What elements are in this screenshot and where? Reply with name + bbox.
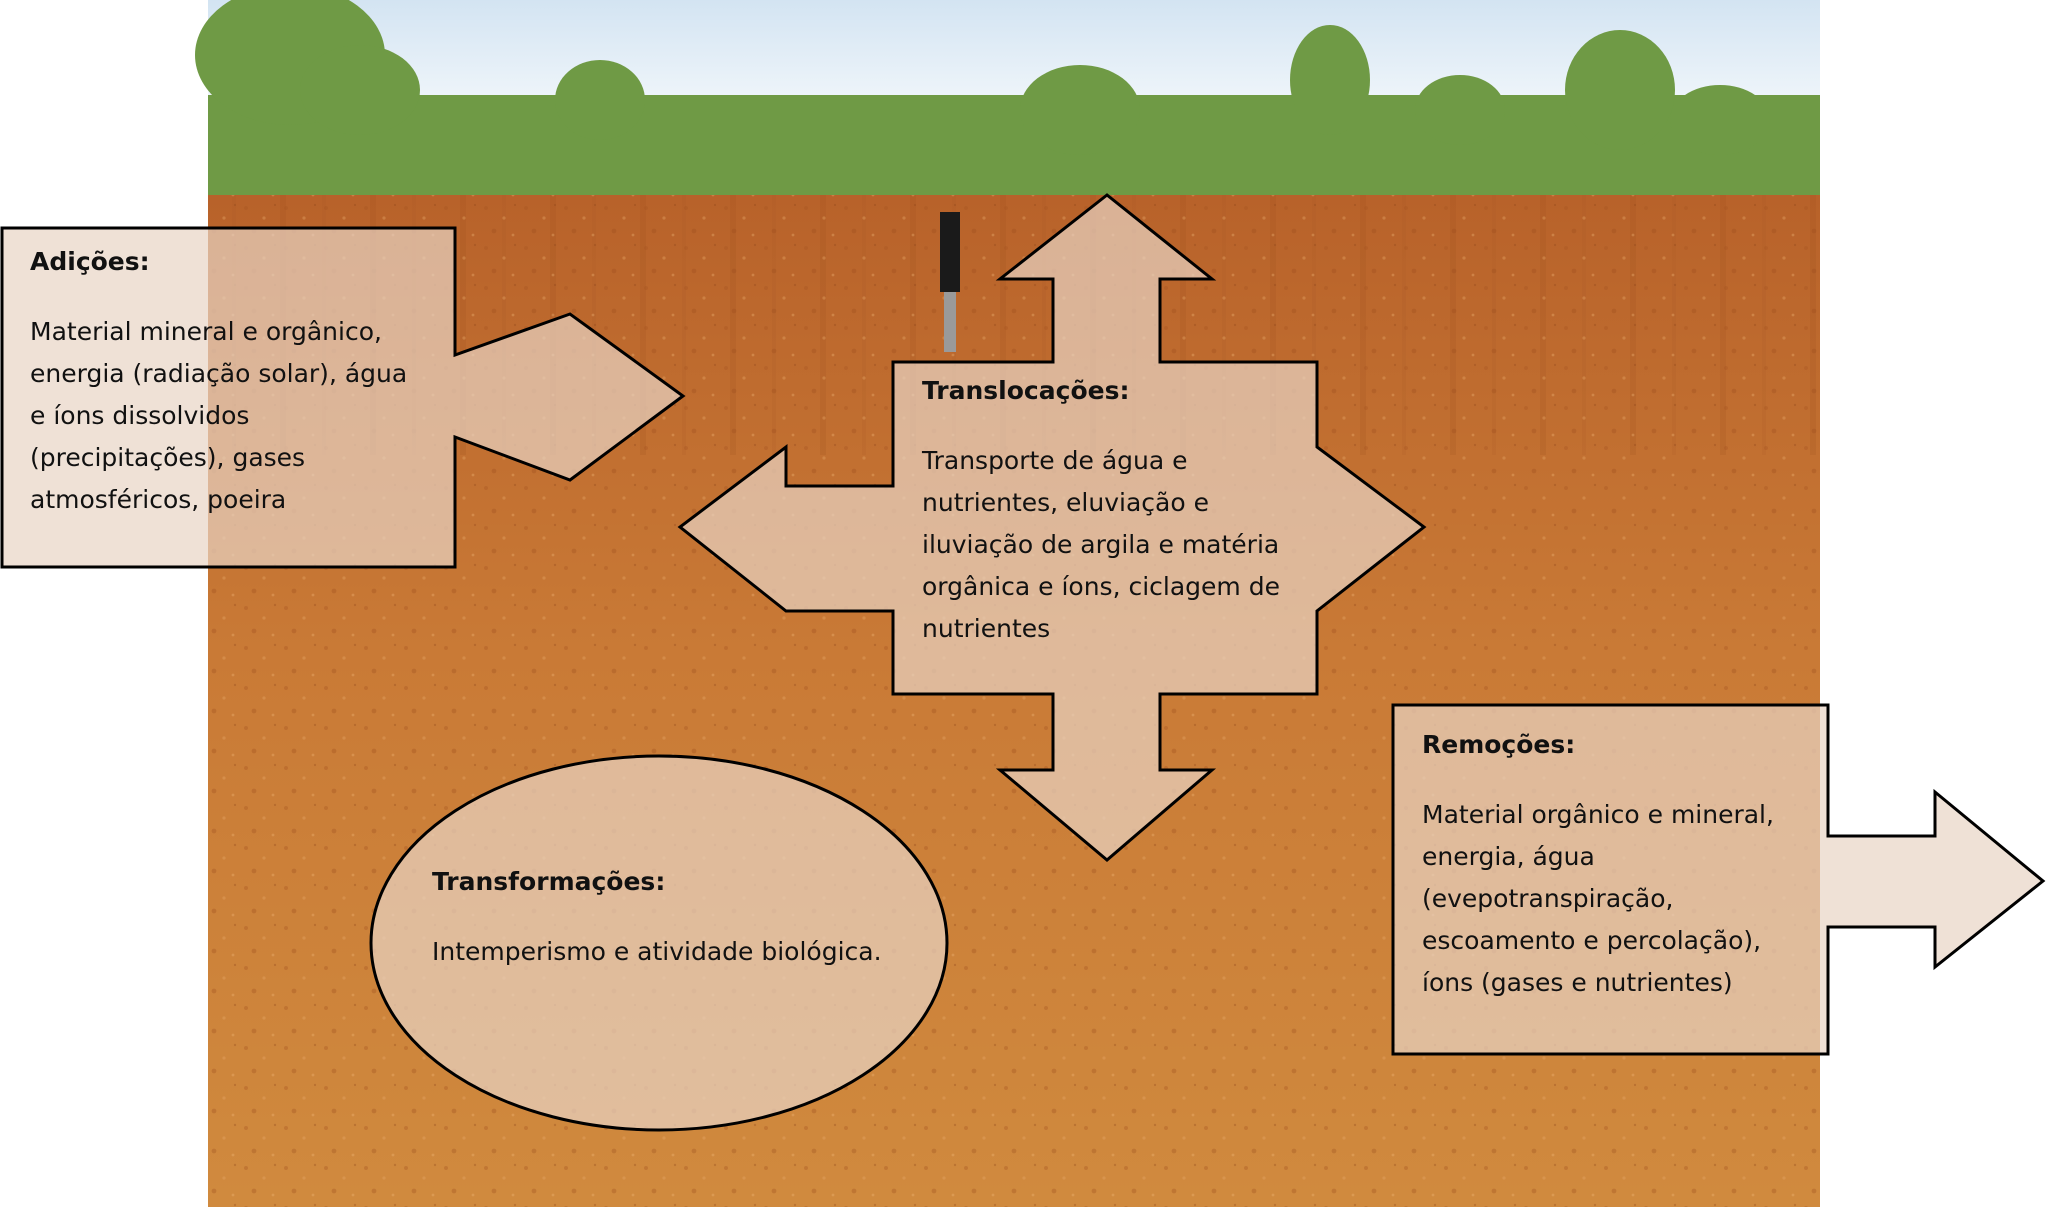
additions-description: Material mineral e orgânico, energia (ra… (30, 317, 408, 514)
knife (940, 212, 960, 352)
transformations-title: Transformações: (432, 867, 666, 896)
translocations-cross-arrow (677, 193, 1427, 862)
removals-label: Remoções: Material orgânico e mineral, e… (1422, 724, 1802, 1004)
transformations-description: Intemperismo e atividade biológica. (432, 937, 882, 966)
transformations-label: Transformações: Intemperismo e atividade… (432, 861, 972, 973)
translocations-description: Transporte de água e nutrientes, eluviaç… (922, 446, 1280, 643)
removals-arrow (1391, 703, 2046, 1056)
removals-title: Remoções: (1422, 730, 1576, 759)
vegetation-shrubs (195, 0, 1770, 155)
translocations-title: Translocações: (922, 376, 1130, 405)
additions-arrow (0, 226, 686, 569)
additions-title: Adições: (30, 247, 150, 276)
removals-description: Material orgânico e mineral, energia, ág… (1422, 800, 1774, 997)
additions-label: Adições: Material mineral e orgânico, en… (30, 241, 440, 521)
translocations-label: Translocações: Transporte de água e nutr… (922, 370, 1322, 650)
transformations-ellipse (369, 754, 949, 1132)
vegetation-strip (208, 95, 1820, 210)
